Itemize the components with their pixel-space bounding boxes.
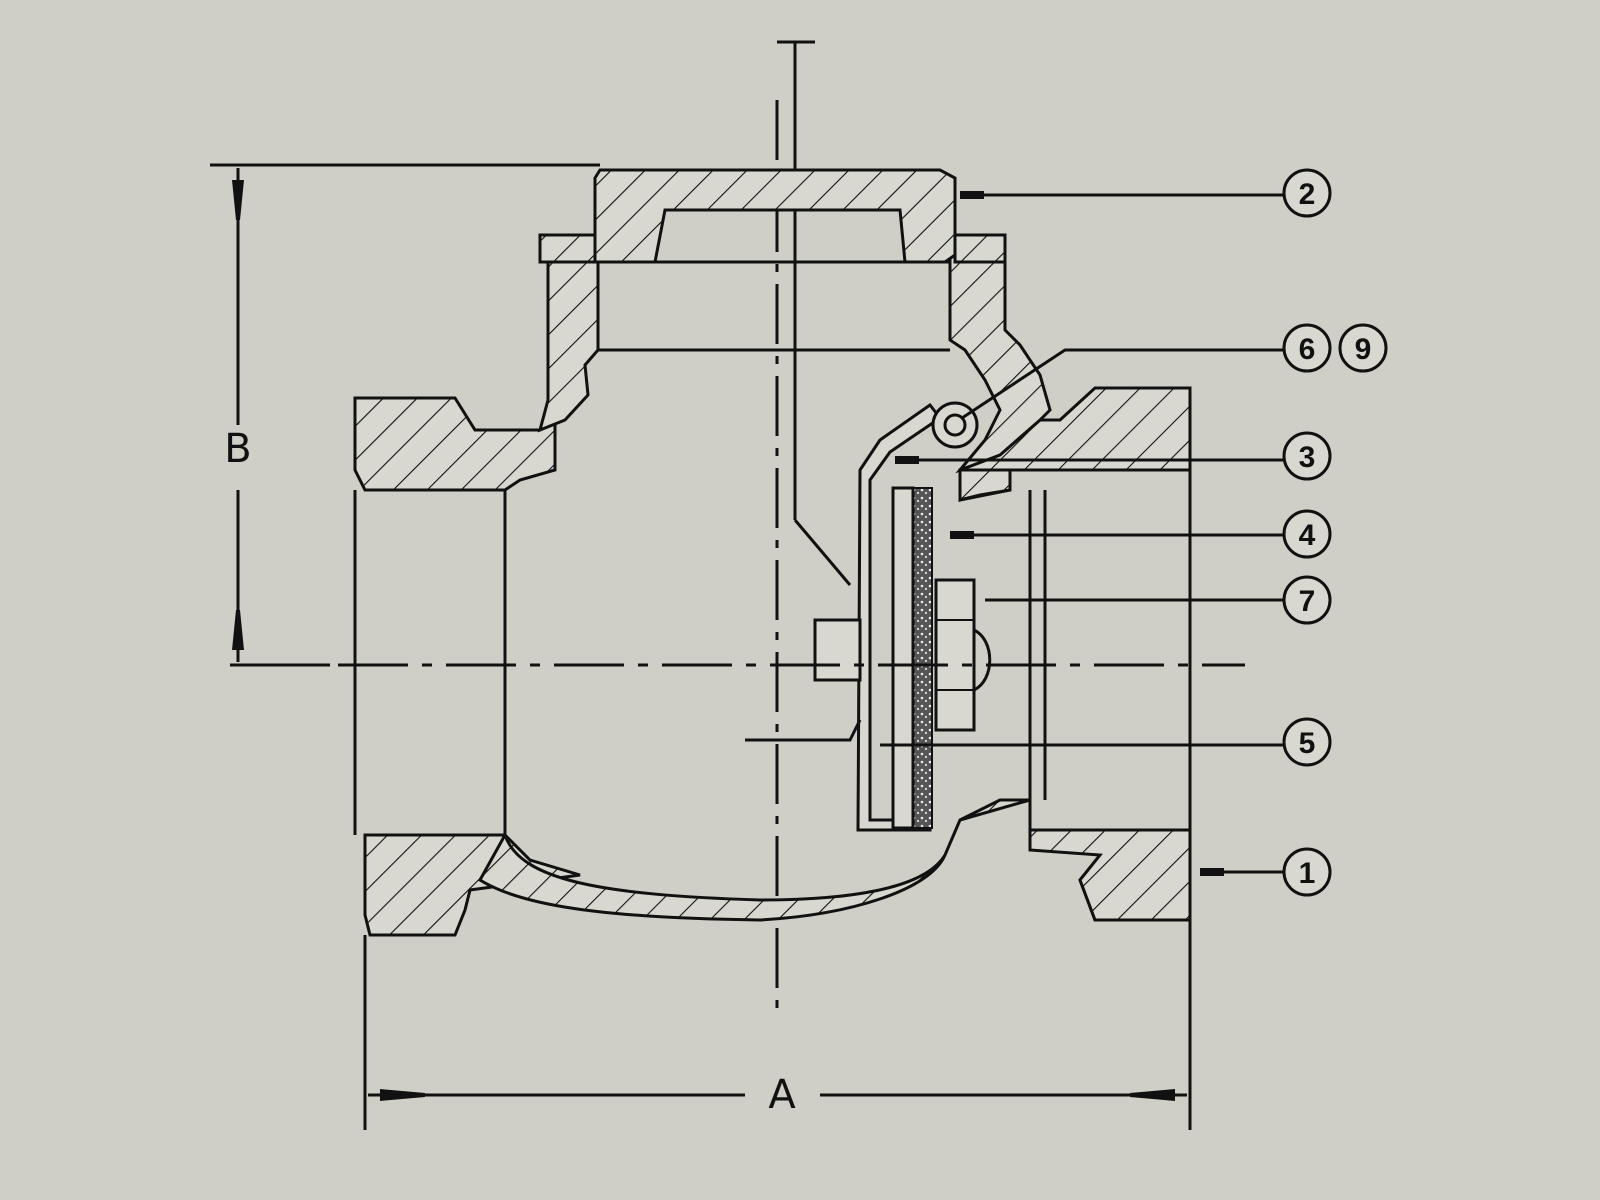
dimension-b: B bbox=[210, 163, 600, 667]
callout-2: 2 bbox=[1282, 168, 1332, 218]
leader-lines bbox=[880, 193, 1283, 874]
callout-5: 5 bbox=[1282, 717, 1332, 767]
callout-9-text: 9 bbox=[1355, 333, 1372, 366]
disc-assembly bbox=[745, 401, 992, 832]
dimension-a-label: A bbox=[768, 1072, 796, 1118]
callout-3: 3 bbox=[1282, 431, 1332, 481]
callout-1: 1 bbox=[1282, 847, 1332, 897]
dimension-b-label: B bbox=[224, 426, 251, 472]
bonnet-cap bbox=[538, 168, 1007, 264]
callout-7-text: 7 bbox=[1299, 585, 1316, 618]
callout-3-text: 3 bbox=[1299, 441, 1316, 474]
callout-4: 4 bbox=[1282, 509, 1332, 559]
body-bore-lines bbox=[353, 260, 1192, 835]
stem-line bbox=[777, 40, 852, 586]
callout-7: 7 bbox=[1282, 575, 1332, 625]
valve-body bbox=[353, 253, 1192, 937]
dimension-a: A bbox=[363, 920, 1192, 1130]
callout-9: 9 bbox=[1338, 323, 1388, 373]
callout-5-text: 5 bbox=[1299, 727, 1316, 760]
callout-4-text: 4 bbox=[1299, 519, 1316, 552]
callout-1-text: 1 bbox=[1299, 857, 1316, 890]
leader-arrowheads bbox=[895, 191, 1224, 876]
callout-6: 6 bbox=[1282, 323, 1332, 373]
callout-6-text: 6 bbox=[1299, 333, 1316, 366]
callout-2-text: 2 bbox=[1299, 178, 1316, 211]
